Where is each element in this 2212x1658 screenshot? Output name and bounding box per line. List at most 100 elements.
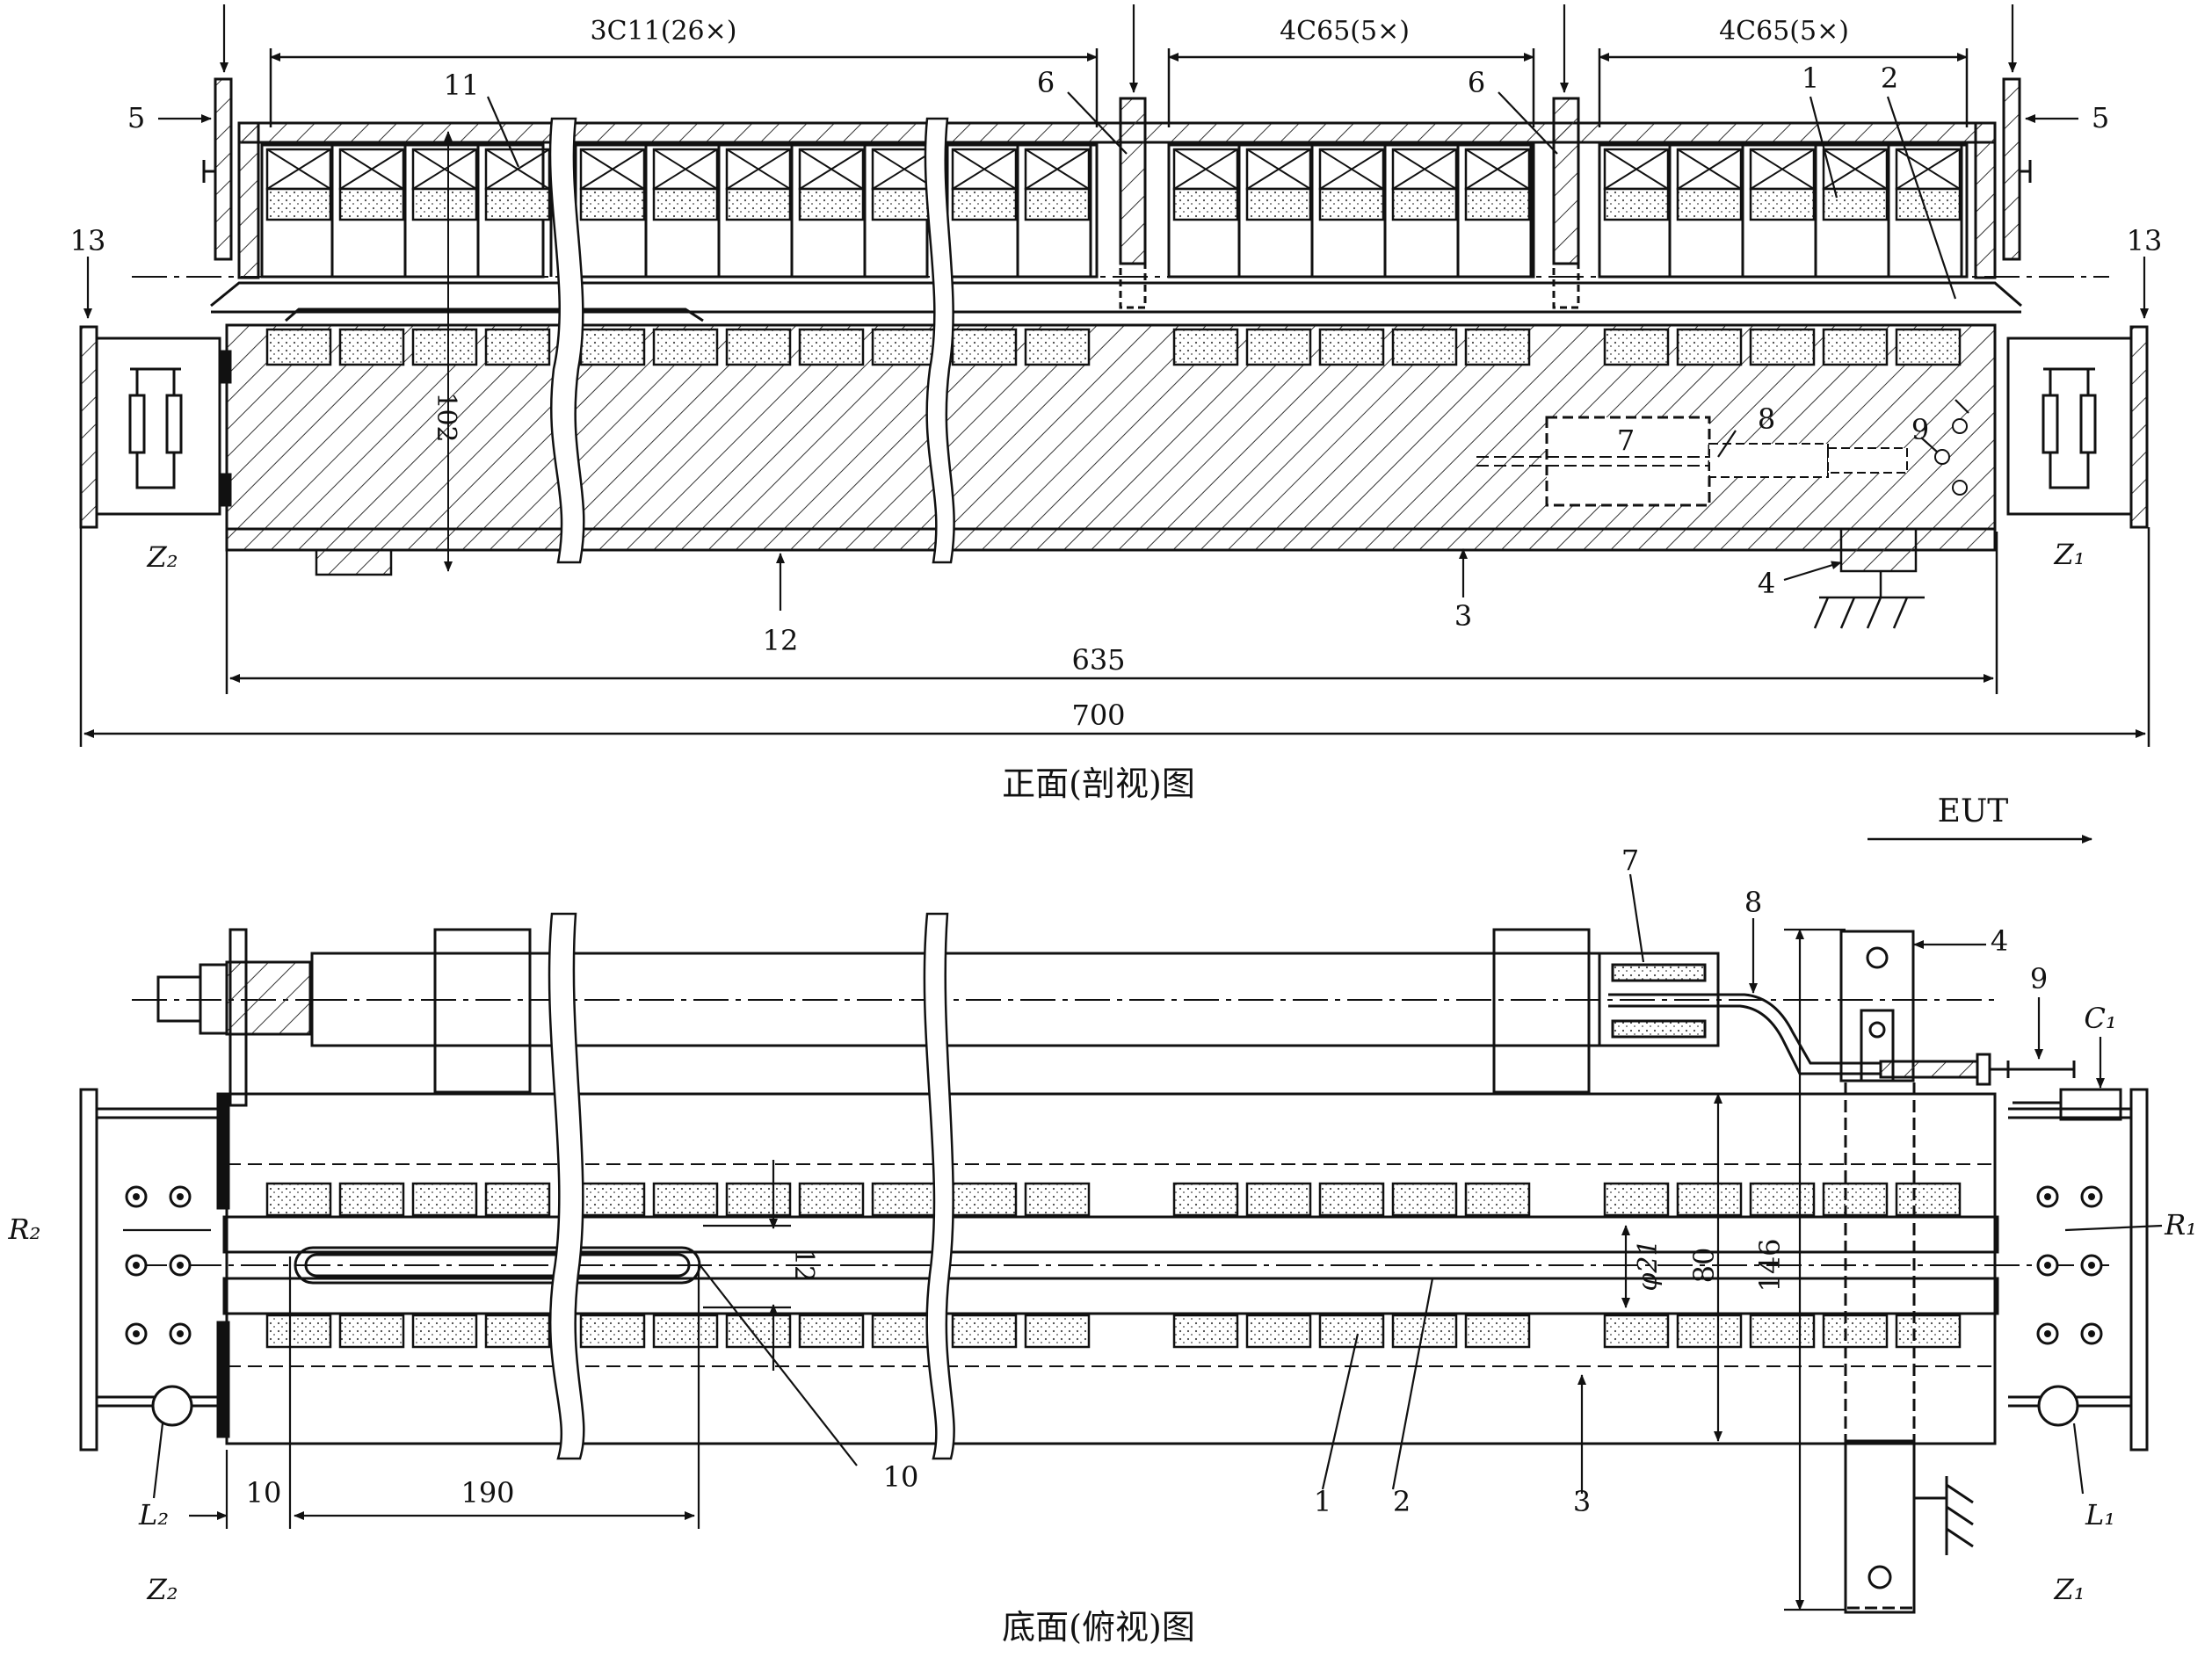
bottom-plan-view: 12 φ21 80 146 10 190 bbox=[8, 843, 2197, 1614]
plan-ring-upper bbox=[1676, 1182, 1743, 1217]
ferrite-ring-core bbox=[265, 187, 332, 221]
part-5-left-label: 5 bbox=[127, 101, 145, 134]
bolt-center bbox=[2088, 1193, 2095, 1200]
plan-ring-lower bbox=[871, 1314, 938, 1349]
plan-ring-upper bbox=[1172, 1182, 1239, 1217]
cable-path bbox=[1608, 930, 2122, 1121]
ferrite-half-ring bbox=[484, 328, 551, 366]
ferrite-ring-core bbox=[338, 187, 405, 221]
part-3-label: 3 bbox=[1454, 599, 1472, 633]
plan-horizontal-dims bbox=[189, 1256, 700, 1529]
plan-ring-lower bbox=[579, 1314, 646, 1349]
ferrite-ring-cross bbox=[1025, 148, 1090, 190]
plan-ring-upper bbox=[338, 1182, 405, 1217]
end-terminal-z1 bbox=[2006, 325, 2149, 529]
span-4c65-label-b: 4C65(5×) bbox=[1719, 16, 1849, 47]
ferrite-ring-cross bbox=[799, 148, 864, 190]
ferrite-ring-cross bbox=[412, 148, 477, 190]
ferrite-ring-core bbox=[1318, 187, 1385, 221]
overall-dimensions bbox=[79, 527, 2150, 747]
plan-ring-upper bbox=[1822, 1182, 1889, 1217]
plan-ring-lower bbox=[1318, 1314, 1385, 1349]
plan-part-2-label: 2 bbox=[1393, 1485, 1411, 1518]
plan-ring-lower bbox=[725, 1314, 792, 1349]
r1-label: R₁ bbox=[2164, 1208, 2197, 1242]
plan-part-8-label: 8 bbox=[1744, 886, 1762, 919]
plan-ring-lower bbox=[411, 1314, 478, 1349]
part-6-right-label: 6 bbox=[1468, 66, 1485, 99]
ferrite-half-ring bbox=[1464, 328, 1531, 366]
plan-ring-upper bbox=[411, 1182, 478, 1217]
ferrite-half-ring bbox=[1822, 328, 1889, 366]
plan-ring-lower bbox=[951, 1314, 1018, 1349]
ferrite-ring-cross bbox=[1677, 148, 1742, 190]
ferrite-ring-cross bbox=[1604, 148, 1669, 190]
ferrite-ring-cross bbox=[952, 148, 1017, 190]
break-gaps bbox=[548, 117, 955, 564]
bolt-center bbox=[177, 1193, 184, 1200]
part-2-label: 2 bbox=[1881, 62, 1898, 95]
plan-ring-upper bbox=[1895, 1182, 1962, 1217]
plan-part-1-label: 1 bbox=[1314, 1485, 1331, 1518]
plan-ring-lower bbox=[1895, 1314, 1962, 1349]
ferrite-ring-cross bbox=[580, 148, 645, 190]
ground-symbol-front bbox=[1813, 571, 1925, 629]
ferrite-ring-core bbox=[798, 187, 865, 221]
plan-ring-upper bbox=[1024, 1182, 1091, 1217]
ferrite-ring-core bbox=[579, 187, 646, 221]
ferrite-ring-core bbox=[1676, 187, 1743, 221]
ferrite-ring-core bbox=[484, 187, 551, 221]
ferrite-half-ring bbox=[951, 328, 1018, 366]
dim-80-label: 80 bbox=[1687, 1248, 1721, 1284]
ferrite-half-ring bbox=[338, 328, 405, 366]
plan-ring-upper bbox=[1245, 1182, 1312, 1217]
height-102-label: 102 bbox=[431, 392, 461, 442]
plan-ring-upper bbox=[1391, 1182, 1458, 1217]
ferrite-half-ring bbox=[725, 328, 792, 366]
ground-bar bbox=[1844, 1079, 1974, 1614]
ferrite-half-ring bbox=[1245, 328, 1312, 366]
plan-ring-lower bbox=[1676, 1314, 1743, 1349]
bolt-center bbox=[2044, 1193, 2051, 1200]
ferrite-ring-core bbox=[951, 187, 1018, 221]
bolt-center bbox=[177, 1330, 184, 1337]
lower-housing-section bbox=[225, 323, 1997, 576]
z2-front-label: Z₂ bbox=[146, 540, 178, 574]
dim-10-label: 10 bbox=[246, 1476, 282, 1510]
part-8-label: 8 bbox=[1758, 402, 1775, 436]
plan-ring-lower bbox=[1822, 1314, 1889, 1349]
ferrite-ring-core bbox=[411, 187, 478, 221]
plan-ring-lower bbox=[1749, 1314, 1816, 1349]
ferrite-ring-core bbox=[1172, 187, 1239, 221]
ferrite-half-ring bbox=[1391, 328, 1458, 366]
plan-ring-upper bbox=[798, 1182, 865, 1217]
r2-label: R₂ bbox=[8, 1213, 41, 1246]
plan-ring-lower bbox=[1024, 1314, 1091, 1349]
plan-ring-upper bbox=[652, 1182, 719, 1217]
ferrite-ring-core bbox=[1245, 187, 1312, 221]
ferrite-ring-cross bbox=[726, 148, 791, 190]
ferrite-half-ring bbox=[579, 328, 646, 366]
ferrite-half-ring bbox=[1749, 328, 1816, 366]
ferrite-half-ring bbox=[798, 328, 865, 366]
dim-190-label: 190 bbox=[461, 1476, 514, 1510]
ferrite-ring-cross bbox=[1246, 148, 1311, 190]
plan-ring-lower bbox=[1464, 1314, 1531, 1349]
part-11-label: 11 bbox=[444, 69, 480, 102]
clamp-body-plan bbox=[132, 1092, 2109, 1445]
ferrite-ring-cross bbox=[266, 148, 331, 190]
separator-plates bbox=[202, 77, 2032, 309]
lower-ring-row bbox=[265, 328, 1962, 366]
ferrite-ring-core bbox=[871, 187, 938, 221]
plan-ring-lower bbox=[1172, 1314, 1239, 1349]
ferrite-half-ring bbox=[652, 328, 719, 366]
break-gaps-plan bbox=[548, 912, 955, 1460]
bolt-center bbox=[2044, 1262, 2051, 1269]
ferrite-ring-core bbox=[1822, 187, 1889, 221]
ferrite-ring-cross bbox=[485, 148, 550, 190]
part-4-label: 4 bbox=[1758, 567, 1775, 600]
plan-part-7-label: 7 bbox=[1621, 843, 1639, 877]
dim-146-label: 146 bbox=[1753, 1238, 1787, 1292]
ferrite-ring-core bbox=[1464, 187, 1531, 221]
